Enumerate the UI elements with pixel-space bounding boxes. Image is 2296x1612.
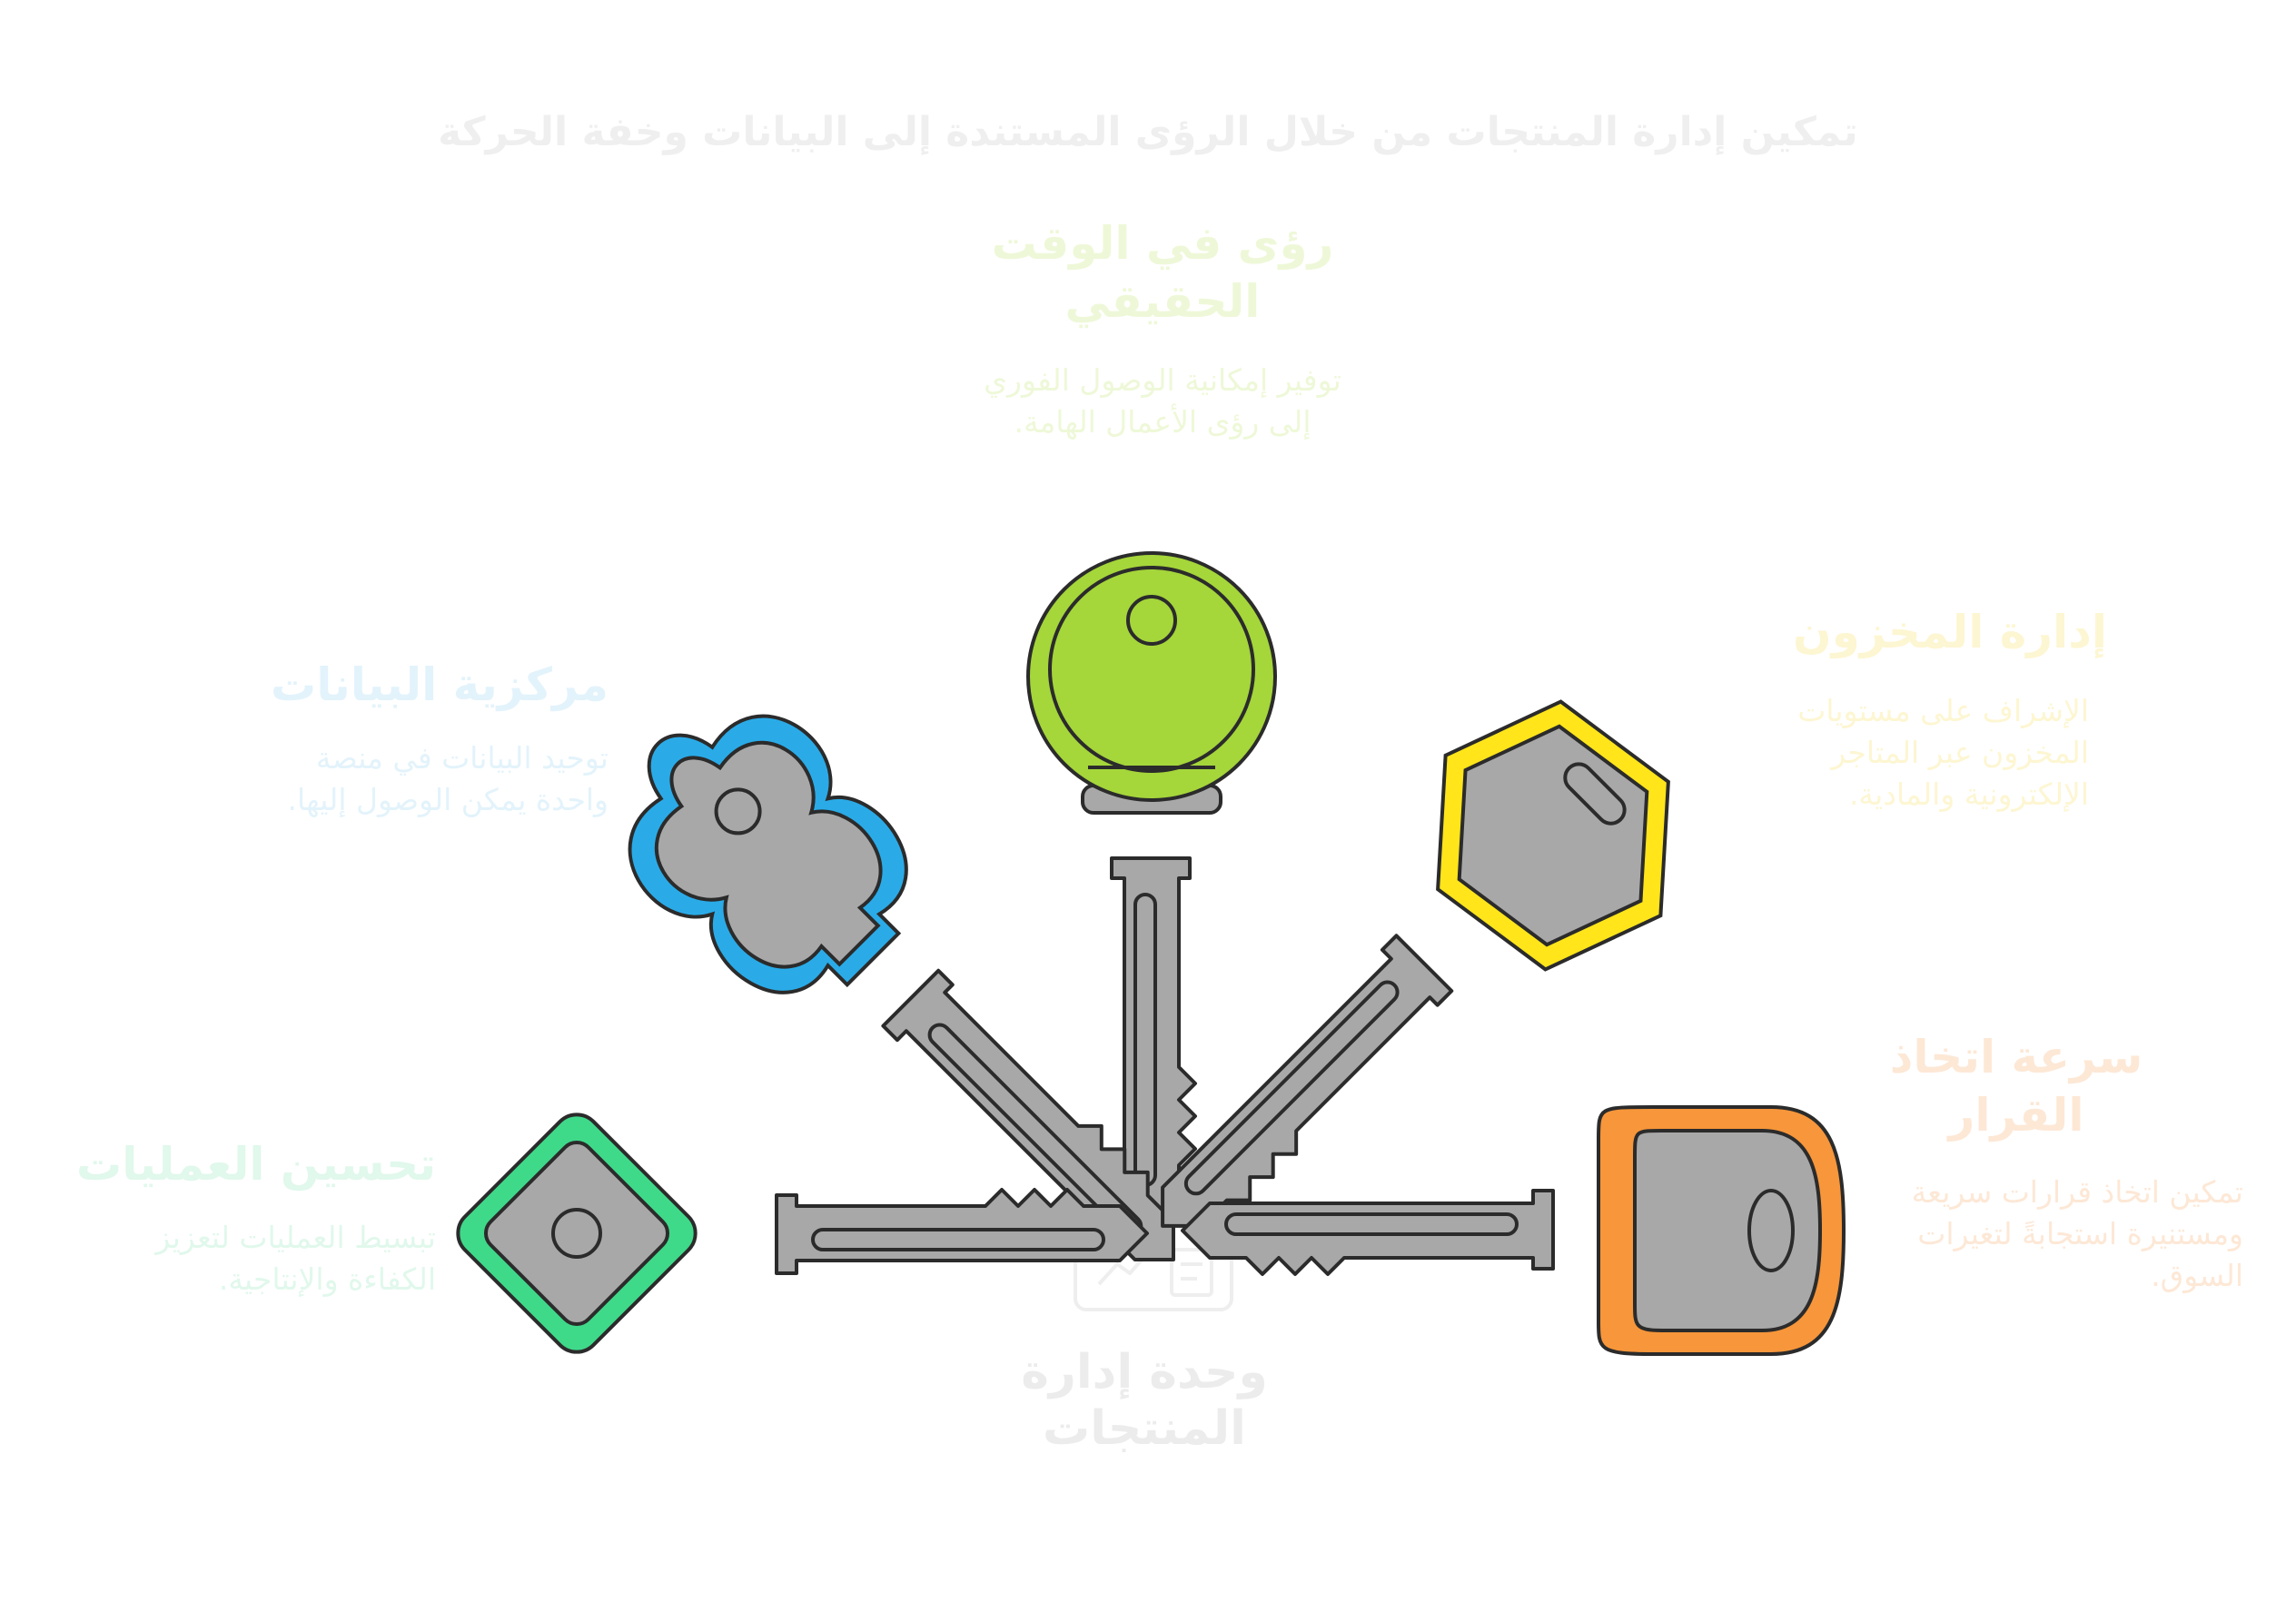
- description-inventory-management: الإشراف على مستويات المخزون عبر المتاجر …: [1797, 693, 2089, 812]
- center-label: وحدة إدارة المنتجات: [1021, 1345, 1268, 1456]
- description-decision-speed: تمكين اتخاذ قرارات سريعة ومستنيرة استجاب…: [1911, 1174, 2243, 1293]
- heading-realtime-insights: رؤى في الوقت الحقيقي: [991, 217, 1334, 328]
- heading-operations-optimization: تحسين العمليات: [76, 1138, 436, 1191]
- heading-decision-speed: سرعة اتخاذ القرار: [1889, 1031, 2143, 1142]
- heading-inventory-management: إدارة المخزون: [1793, 606, 2107, 658]
- heading-data-centralization: مركزية البيانات: [270, 658, 609, 711]
- yellow-key-icon: [1054, 699, 1670, 1335]
- green-diamond-key-icon: [456, 1113, 1149, 1354]
- orange-key-icon: [1181, 1105, 1846, 1356]
- page-title: تمكين إدارة المنتجات من خلال الرؤى المست…: [438, 109, 1858, 155]
- description-realtime-insights: توفير إمكانية الوصول الفوري إلى رؤى الأع…: [984, 362, 1341, 440]
- description-operations-optimization: تبسيط العمليات لتعزيز الكفاءة والإنتاجية…: [155, 1220, 436, 1297]
- description-data-centralization: توحيد البيانات في منصة واحدة يمكن الوصول…: [287, 740, 609, 817]
- green-key-icon: [1026, 551, 1277, 1231]
- blue-key-icon: [628, 714, 1253, 1340]
